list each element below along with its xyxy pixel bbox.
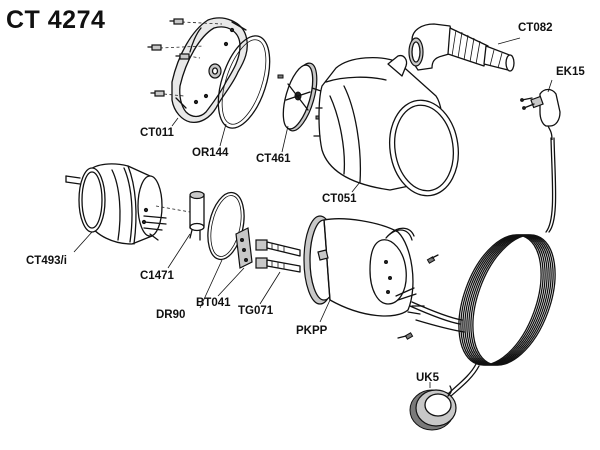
- page-title: CT 4274: [6, 6, 106, 34]
- label-tg071: TG071: [238, 305, 274, 317]
- leader-lines: [73, 37, 553, 388]
- c1471-capacitor: [189, 190, 205, 241]
- or144-o-ring: [217, 35, 271, 129]
- ct461-impeller: [277, 62, 325, 132]
- cord-coil: [458, 234, 556, 366]
- motor-axis-line: [155, 205, 191, 213]
- label-dr90: DR90: [156, 309, 186, 321]
- label-or144: OR144: [192, 147, 229, 159]
- screw-set: [147, 18, 223, 97]
- label-ct011: CT011: [140, 127, 174, 139]
- label-bt041: BT041: [196, 297, 231, 309]
- label-pkpp: PKPP: [296, 325, 328, 337]
- label-ct493: CT493/i: [26, 255, 67, 267]
- label-ct051: CT051: [322, 193, 357, 205]
- label-ct461: CT461: [256, 153, 291, 165]
- ct082-elbow-fitting: [408, 23, 515, 72]
- small-screws: [397, 254, 439, 340]
- uk5-float-switch: [409, 385, 457, 431]
- label-ek15: EK15: [556, 66, 585, 78]
- label-uk5: UK5: [416, 372, 440, 384]
- tg071-cable-glands: [255, 239, 301, 273]
- label-ct082: CT082: [518, 22, 553, 34]
- ct011-front-housing: [171, 17, 248, 124]
- ek15-plug: [520, 88, 561, 141]
- pkpp-rear-housing: [303, 215, 417, 317]
- dr90-seal-ring: [207, 191, 245, 261]
- ct051-pump-housing: [313, 54, 459, 197]
- label-c1471: C1471: [140, 270, 174, 282]
- ct493-motor: [65, 163, 167, 245]
- bt041-terminal-block: [235, 227, 253, 269]
